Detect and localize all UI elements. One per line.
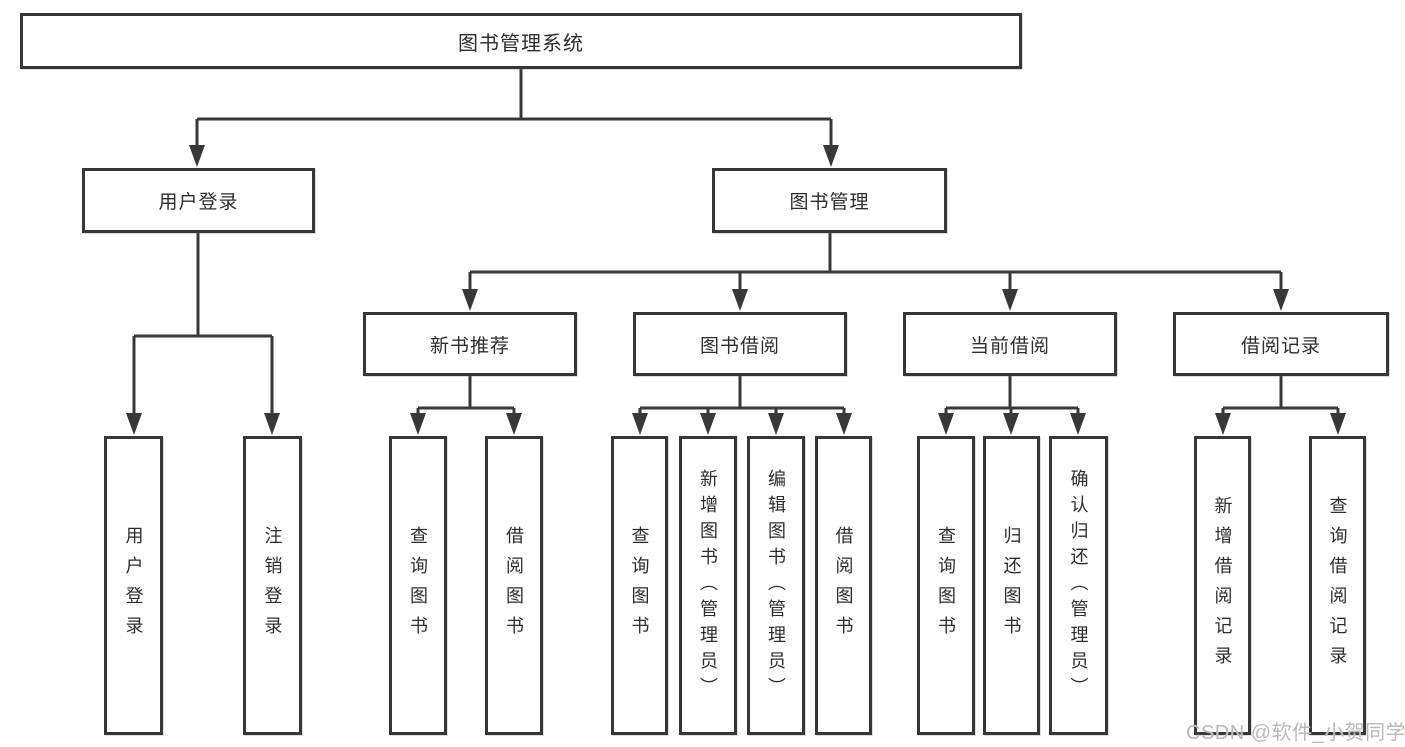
arrowhead-book-borrow bbox=[732, 289, 748, 311]
leaf-borrow-edit-books-admin-label: 编辑图书（管理员） bbox=[766, 468, 786, 703]
node-book-borrowing: 图书借阅 bbox=[633, 312, 847, 376]
arrowhead-borrow-add bbox=[700, 413, 716, 435]
csdn-watermark: CSDN @软件_小贺同学 bbox=[1186, 722, 1405, 744]
node-library-management-system: 图书管理系统 bbox=[20, 13, 1022, 69]
arrowhead-newbook-query bbox=[410, 413, 426, 435]
node-new-book-recommend: 新书推荐 bbox=[363, 312, 577, 376]
leaf-borrow-add-books-admin: 新增图书（管理员） bbox=[679, 436, 737, 735]
arrowhead-borrow-query bbox=[632, 413, 648, 435]
edge-book-mgmt-children bbox=[468, 233, 1283, 295]
leaf-user-login-login: 用户登录 bbox=[104, 436, 163, 735]
node-current-borrowing-label: 当前借阅 bbox=[969, 335, 1050, 357]
node-book-management-label: 图书管理 bbox=[789, 192, 870, 213]
node-library-management-system-label: 图书管理系统 bbox=[458, 32, 584, 55]
arrowhead-newbook-borrow bbox=[506, 413, 522, 435]
node-new-book-recommend-label: 新书推荐 bbox=[429, 335, 510, 357]
arrowhead-new-book bbox=[462, 289, 478, 311]
arrowhead-current-return bbox=[1003, 413, 1019, 435]
node-user-login: 用户登录 bbox=[82, 168, 315, 233]
arrowhead-current-query bbox=[938, 413, 954, 435]
edge-new-book-children bbox=[416, 376, 516, 418]
leaf-current-return-books: 归还图书 bbox=[983, 436, 1040, 735]
arrowhead-borrow-edit bbox=[768, 413, 784, 435]
leaf-records-query-borrow-record: 查询借阅记录 bbox=[1309, 436, 1366, 735]
leaf-user-login-logout-label: 注销登录 bbox=[262, 525, 283, 646]
node-book-borrowing-label: 图书借阅 bbox=[699, 335, 780, 357]
leaf-borrow-borrow-books: 借阅图书 bbox=[815, 436, 872, 735]
leaf-current-query-books: 查询图书 bbox=[917, 436, 975, 735]
node-user-login-label: 用户登录 bbox=[158, 192, 239, 213]
leaf-borrow-borrow-books-label: 借阅图书 bbox=[833, 525, 854, 646]
leaf-borrow-query-books-label: 查询图书 bbox=[629, 525, 650, 646]
leaf-newbook-query-books: 查询图书 bbox=[389, 436, 447, 735]
edge-borrow-records-children bbox=[1221, 376, 1340, 418]
leaf-records-add-borrow-record: 新增借阅记录 bbox=[1194, 436, 1251, 735]
node-borrowing-records-label: 借阅记录 bbox=[1240, 335, 1321, 357]
leaf-current-confirm-return-admin-label: 确认归还（管理员） bbox=[1068, 468, 1089, 703]
arrowhead-borrow-records bbox=[1273, 289, 1289, 311]
arrowhead-login-leaf bbox=[126, 413, 142, 435]
arrowhead-user-login bbox=[189, 145, 205, 167]
leaf-borrow-edit-books-admin: 编辑图书（管理员） bbox=[747, 436, 805, 735]
arrowhead-book-mgmt bbox=[823, 145, 839, 167]
arrowhead-records-query bbox=[1330, 413, 1346, 435]
node-borrowing-records: 借阅记录 bbox=[1173, 312, 1389, 376]
edge-book-borrow-children bbox=[638, 376, 846, 418]
arrowhead-logout-leaf bbox=[264, 413, 280, 435]
node-book-management: 图书管理 bbox=[712, 168, 947, 233]
arrowhead-records-add bbox=[1215, 413, 1231, 435]
leaf-newbook-query-books-label: 查询图书 bbox=[408, 525, 428, 646]
arrowhead-current-borrow bbox=[1002, 289, 1018, 311]
edge-root-to-level2 bbox=[195, 69, 833, 150]
leaf-records-add-borrow-record-label: 新增借阅记录 bbox=[1212, 495, 1233, 676]
edge-current-borrow-children bbox=[944, 376, 1080, 418]
node-current-borrowing: 当前借阅 bbox=[903, 312, 1117, 376]
leaf-user-login-login-label: 用户登录 bbox=[123, 525, 144, 646]
leaf-records-query-borrow-record-label: 查询借阅记录 bbox=[1327, 495, 1348, 676]
leaf-borrow-add-books-admin-label: 新增图书（管理员） bbox=[698, 468, 718, 703]
leaf-newbook-borrow-books-label: 借阅图书 bbox=[504, 525, 524, 646]
leaf-current-query-books-label: 查询图书 bbox=[936, 525, 956, 646]
leaf-current-return-books-label: 归还图书 bbox=[1001, 525, 1022, 646]
leaf-current-confirm-return-admin: 确认归还（管理员） bbox=[1049, 436, 1108, 735]
leaf-newbook-borrow-books: 借阅图书 bbox=[485, 436, 543, 735]
edge-user-login-children bbox=[132, 233, 274, 420]
arrowhead-current-confirm bbox=[1070, 413, 1086, 435]
leaf-user-login-logout: 注销登录 bbox=[243, 436, 302, 735]
arrowhead-borrow-borrow bbox=[836, 413, 852, 435]
leaf-borrow-query-books: 查询图书 bbox=[611, 436, 668, 735]
